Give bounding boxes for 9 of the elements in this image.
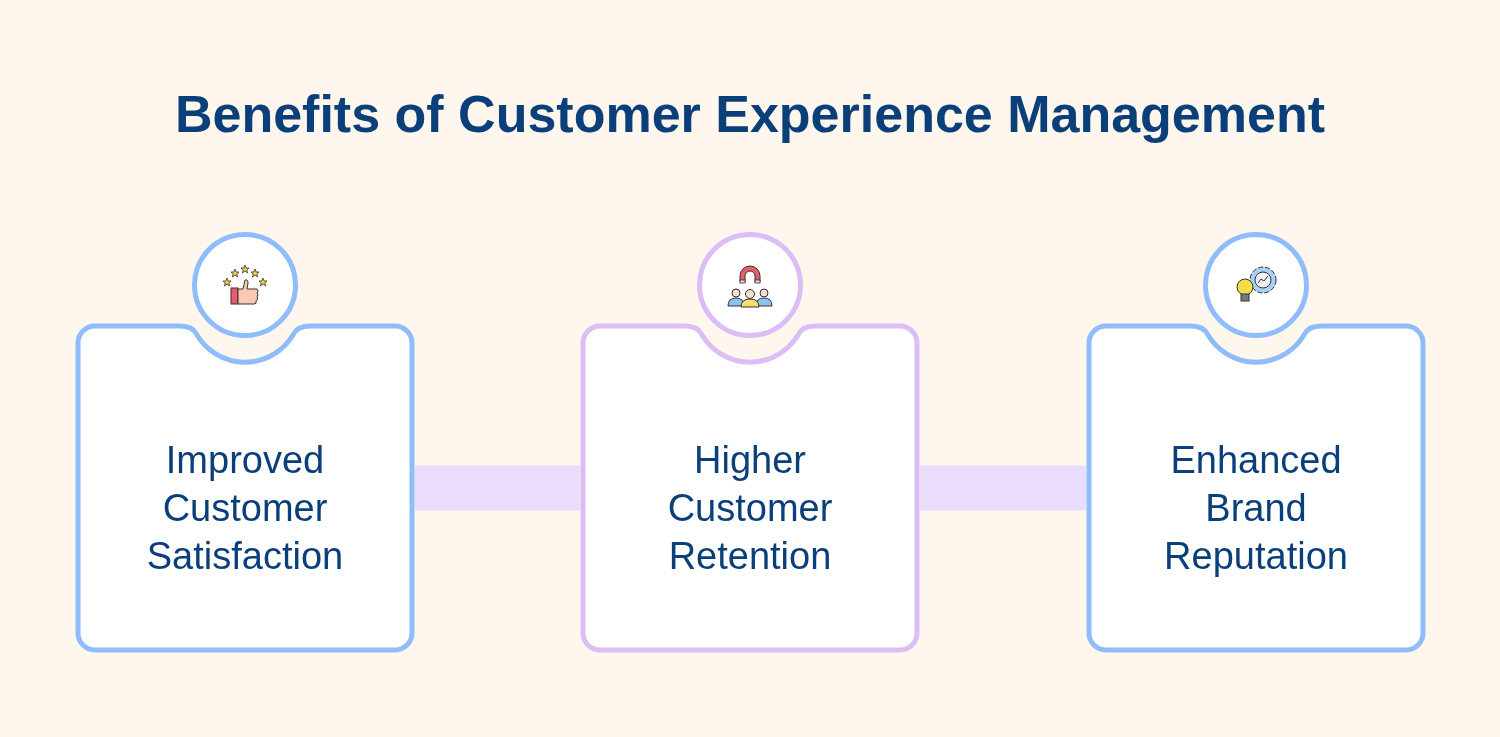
benefit-card [580,323,920,653]
benefit-card [75,323,415,653]
title: Benefits of Customer Experience Management [174,84,1326,145]
benefit-card [1086,323,1426,653]
benefit-text: Improved Customer Satisfaction [145,438,345,579]
connector-bar [415,465,580,511]
benefit-text: Higher Customer Retention [666,438,834,579]
connector-bar [920,465,1086,511]
benefit-text: Enhanced Brand Reputation [1163,438,1349,579]
